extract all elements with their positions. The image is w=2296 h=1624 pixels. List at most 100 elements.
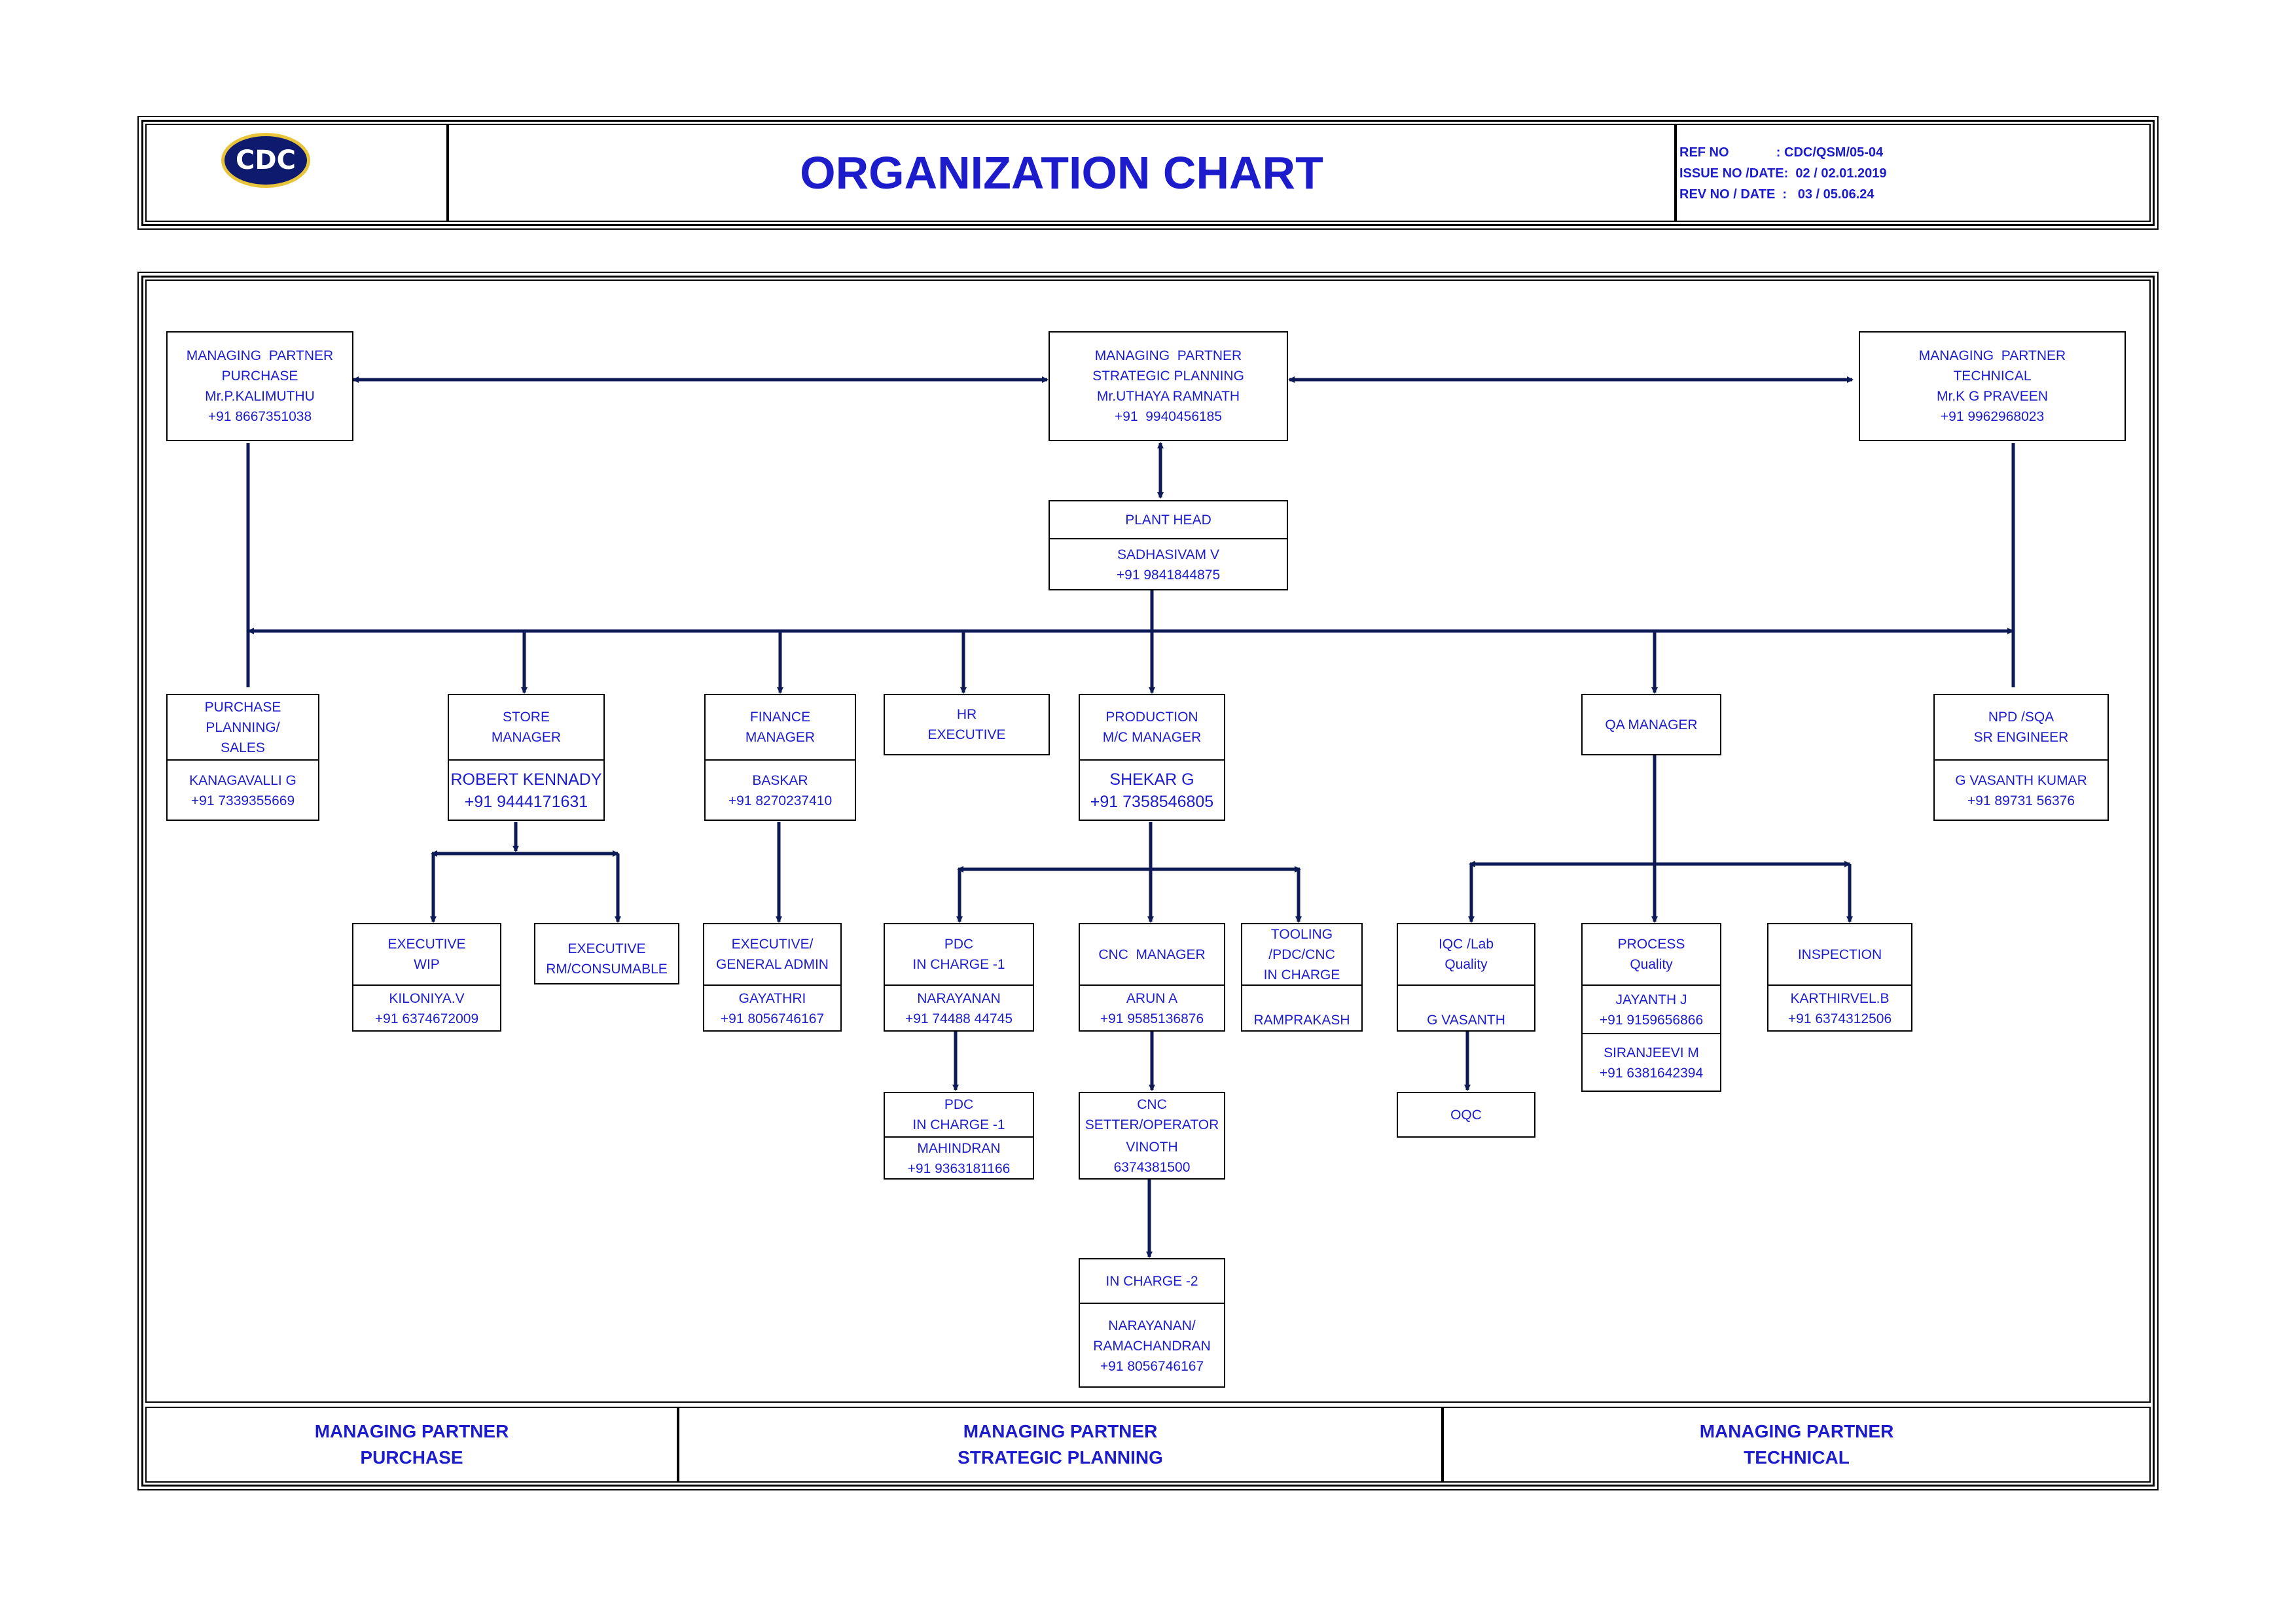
- box-pdc-incharge-1b: PDC IN CHARGE -1 MAHINDRAN +91 936318116…: [884, 1092, 1034, 1180]
- purchase-planning-role-1: PURCHASE: [204, 699, 281, 715]
- executive-rm-role-1: EXECUTIVE: [567, 941, 646, 956]
- cnc-setter-name: VINOTH: [1126, 1140, 1178, 1155]
- npd-sqa-name: G VASANTH KUMAR: [1955, 773, 2087, 788]
- finance-manager-role-2: MANAGER: [745, 730, 816, 745]
- mp-strategic-line-1: MANAGING PARTNER: [1094, 348, 1242, 363]
- executive-admin-name: GAYATHRI: [738, 991, 806, 1006]
- cdc-logo-icon: CDC: [221, 133, 310, 188]
- oqc-role: OQC: [1450, 1107, 1482, 1123]
- iqc-lab-role-1: IQC /Lab: [1438, 937, 1494, 952]
- tooling-incharge-role-1: TOOLING: [1270, 926, 1333, 942]
- mp-strategic-line-3: Mr.UTHAYA RAMNATH: [1096, 389, 1240, 404]
- box-cnc-manager: CNC MANAGER ARUN A +91 9585136876: [1079, 923, 1225, 1032]
- box-store-manager: STORE MANAGER ROBERT KENNADY +91 9444171…: [448, 694, 605, 821]
- mp-strategic-line-4: +91 9940456185: [1114, 409, 1223, 424]
- production-manager-role-2: M/C MANAGER: [1102, 730, 1202, 745]
- process-quality-name-1: JAYANTH J: [1615, 992, 1687, 1007]
- purchase-planning-role-3: SALES: [221, 740, 265, 755]
- pdc-incharge-1b-role-2: IN CHARGE -1: [912, 1117, 1005, 1132]
- tooling-incharge-role-2: /PDC/CNC: [1268, 947, 1335, 962]
- box-inspection: INSPECTION KARTHIRVEL.B +91 6374312506: [1767, 923, 1912, 1032]
- inspection-name: KARTHIRVEL.B: [1790, 991, 1890, 1006]
- process-quality-phone-2: +91 6381642394: [1599, 1066, 1704, 1081]
- box-production-manager: PRODUCTION M/C MANAGER SHEKAR G +91 7358…: [1079, 694, 1225, 821]
- cnc-setter-role-2: SETTER/OPERATOR: [1085, 1117, 1219, 1132]
- inspection-role: INSPECTION: [1797, 947, 1882, 962]
- iqc-lab-name: G VASANTH: [1427, 1012, 1505, 1028]
- mp-purchase-line-2: PURCHASE: [221, 369, 298, 384]
- finance-manager-role-1: FINANCE: [749, 710, 811, 725]
- npd-sqa-role-2: SR ENGINEER: [1973, 730, 2069, 745]
- page-title: ORGANIZATION CHART: [800, 147, 1323, 198]
- box-executive-admin: EXECUTIVE/ GENERAL ADMIN GAYATHRI +91 80…: [703, 923, 842, 1032]
- mp-strategic-line-2: STRATEGIC PLANNING: [1092, 369, 1244, 384]
- box-mp-purchase: MANAGING PARTNER PURCHASE Mr.P.KALIMUTHU…: [166, 331, 353, 441]
- executive-rm-role-2: RM/CONSUMABLE: [546, 962, 668, 977]
- box-incharge-2: IN CHARGE -2 NARAYANAN/ RAMACHANDRAN +91…: [1079, 1258, 1225, 1388]
- chart-area: [145, 280, 2151, 1403]
- plant-head-role: PLANT HEAD: [1125, 512, 1211, 528]
- title-cell: ORGANIZATION CHART: [448, 124, 1676, 222]
- pdc-incharge-1b-name: MAHINDRAN: [917, 1141, 1001, 1156]
- executive-admin-role-1: EXECUTIVE/: [731, 937, 814, 952]
- box-tooling-incharge: TOOLING /PDC/CNC IN CHARGE RAMPRAKASH: [1241, 923, 1363, 1032]
- box-executive-rm: EXECUTIVE RM/CONSUMABLE: [534, 923, 679, 984]
- pdc-incharge-1b-role-1: PDC: [944, 1097, 974, 1112]
- executive-wip-role-3: WIP: [414, 957, 440, 972]
- footer-strategic-line-2: STRATEGIC PLANNING: [958, 1447, 1163, 1468]
- box-finance-manager: FINANCE MANAGER BASKAR +91 8270237410: [704, 694, 856, 821]
- box-mp-technical: MANAGING PARTNER TECHNICAL Mr.K G PRAVEE…: [1859, 331, 2126, 441]
- production-manager-role-1: PRODUCTION: [1105, 710, 1198, 725]
- mp-purchase-line-1: MANAGING PARTNER: [186, 348, 334, 363]
- box-executive-wip: EXECUTIVE WIP KILONIYA.V +91 6374672009: [352, 923, 501, 1032]
- mp-technical-line-4: +91 9962968023: [1940, 409, 2045, 424]
- store-manager-role-1: STORE: [503, 710, 550, 725]
- purchase-planning-phone: +91 7339355669: [190, 793, 295, 808]
- box-purchase-planning: PURCHASE PLANNING/ SALES KANAGAVALLI G +…: [166, 694, 319, 821]
- npd-sqa-phone: +91 89731 56376: [1967, 793, 2075, 808]
- box-plant-head: PLANT HEAD SADHASIVAM V +91 9841844875: [1049, 500, 1288, 590]
- cnc-setter-role-1: CNC: [1137, 1097, 1167, 1112]
- inspection-phone: +91 6374312506: [1787, 1011, 1892, 1026]
- doc-meta-cell: REF NO : CDC/QSM/05-04 ISSUE NO /DATE: 0…: [1676, 124, 2151, 222]
- finance-manager-name: BASKAR: [752, 773, 808, 788]
- box-process-quality: PROCESS Quality JAYANTH J +91 9159656866…: [1581, 923, 1721, 1092]
- logo-text: CDC: [236, 145, 296, 175]
- box-hr-executive: HR EXECUTIVE: [884, 694, 1050, 755]
- executive-admin-phone: +91 8056746167: [720, 1011, 825, 1026]
- purchase-planning-role-2: PLANNING/: [206, 719, 280, 735]
- executive-wip-name: KILONIYA.V: [389, 991, 465, 1006]
- chart-frame: [137, 272, 2159, 1490]
- cnc-setter-phone: 6374381500: [1113, 1160, 1191, 1175]
- footer-strategic: MANAGING PARTNER STRATEGIC PLANNING: [678, 1407, 1443, 1483]
- process-quality-phone-1: +91 9159656866: [1599, 1013, 1704, 1028]
- hr-executive-role-2: EXECUTIVE: [927, 727, 1006, 742]
- tooling-incharge-role-3: IN CHARGE: [1263, 967, 1340, 983]
- footer-strategic-line-1: MANAGING PARTNER: [963, 1421, 1158, 1441]
- footer-purchase-line-2: PURCHASE: [360, 1447, 463, 1468]
- pdc-incharge-1b-phone: +91 9363181166: [907, 1161, 1011, 1176]
- process-quality-name-2: SIRANJEEVI M: [1604, 1045, 1699, 1060]
- incharge-2-name-2: RAMACHANDRAN: [1093, 1338, 1211, 1354]
- box-oqc: OQC: [1397, 1092, 1535, 1138]
- incharge-2-phone: +91 8056746167: [1100, 1358, 1204, 1374]
- process-quality-role-2: Quality: [1630, 957, 1673, 972]
- box-mp-strategic: MANAGING PARTNER STRATEGIC PLANNING Mr.U…: [1049, 331, 1288, 441]
- npd-sqa-role-1: NPD /SQA: [1988, 710, 2054, 725]
- store-manager-name: ROBERT KENNADY: [450, 770, 602, 789]
- cnc-manager-name: ARUN A: [1126, 991, 1178, 1006]
- box-cnc-setter: CNC SETTER/OPERATOR VINOTH 6374381500: [1079, 1092, 1225, 1180]
- box-npd-sqa: NPD /SQA SR ENGINEER G VASANTH KUMAR +91…: [1933, 694, 2109, 821]
- mp-purchase-line-3: Mr.P.KALIMUTHU: [205, 389, 315, 404]
- footer-technical-line-1: MANAGING PARTNER: [1699, 1421, 1894, 1441]
- footer-technical: MANAGING PARTNER TECHNICAL: [1443, 1407, 2151, 1483]
- executive-admin-role-2: GENERAL ADMIN: [716, 957, 829, 972]
- production-manager-phone: +91 7358546805: [1090, 793, 1214, 811]
- incharge-2-role: IN CHARGE -2: [1105, 1273, 1198, 1289]
- plant-head-phone: +91 9841844875: [1116, 568, 1221, 583]
- footer-technical-line-2: TECHNICAL: [1744, 1447, 1850, 1468]
- executive-wip-phone: +91 6374672009: [374, 1011, 479, 1026]
- pdc-incharge-1-phone: +91 74488 44745: [905, 1011, 1013, 1026]
- store-manager-role-2: MANAGER: [491, 730, 562, 745]
